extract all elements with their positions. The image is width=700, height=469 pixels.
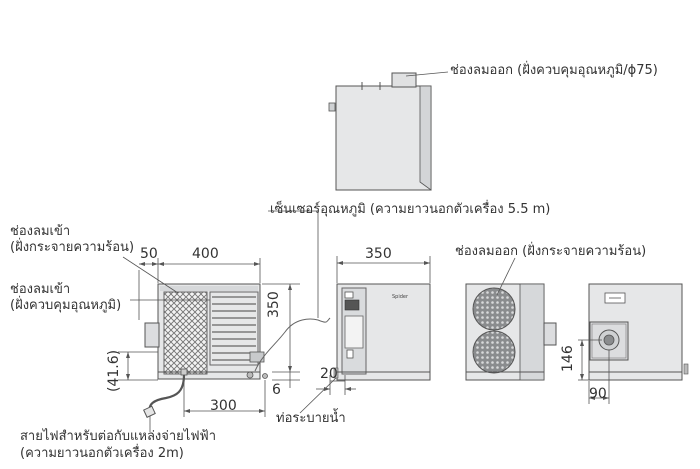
power-cable: [148, 374, 186, 413]
label-drain: ท่อระบายน้ำ: [276, 411, 346, 426]
label-inlet-heat-line2: (ฝั่งกระจายความร้อน): [10, 240, 135, 255]
dim-350-height: 350: [266, 291, 282, 318]
leader-top-outlet: [405, 71, 449, 77]
sensor-cable: [254, 317, 331, 372]
dim-20: 20: [320, 366, 338, 382]
label-outlet-heat: ช่องลมออก (ฝั่งกระจายความร้อน): [455, 244, 647, 259]
back-dimension-arrows: [580, 340, 609, 400]
label-inlet-heat-line1: ช่องลมเข้า: [10, 224, 71, 239]
front-dimension-arrows: [126, 262, 292, 413]
label-power-line2: (ความยาวนอกตัวเครื่อง 2m): [20, 446, 184, 461]
dim-90: 90: [589, 386, 607, 402]
back-view-unit: [588, 283, 689, 381]
leader-drain: [299, 377, 337, 414]
dim-6: 6: [272, 382, 281, 398]
dim-41-6: (41.6): [106, 349, 122, 392]
dim-146: 146: [560, 345, 576, 372]
dim-350-depth: 350: [365, 246, 392, 262]
label-sensor: เซ็นเซอร์อุณหภูมิ (ความยาวนอกตัวเครื่อง …: [270, 202, 551, 217]
dim-400: 400: [192, 246, 219, 262]
side-view-unit: [333, 283, 431, 381]
front-view-unit: [144, 283, 268, 380]
dim-50: 50: [140, 246, 158, 262]
dim-300: 300: [210, 398, 237, 414]
label-inlet-ctrl-line1: ช่องลมเข้า: [10, 282, 71, 297]
label-top-outlet: ช่องลมออก (ฝั่งควบคุมอุณหภูมิ/ϕ75): [450, 63, 658, 78]
top-view-unit: [328, 72, 432, 191]
label-inlet-ctrl-line2: (ฝั่งควบคุมอุณหภูมิ): [10, 298, 122, 313]
leader-heat-outlet: [496, 257, 516, 296]
label-power-line1: สายไฟสำหรับต่อกับแหล่งจ่ายไฟฟ้า: [20, 429, 217, 444]
rear-view-unit: [465, 283, 557, 381]
panel-logo-text: Spider: [392, 294, 409, 300]
